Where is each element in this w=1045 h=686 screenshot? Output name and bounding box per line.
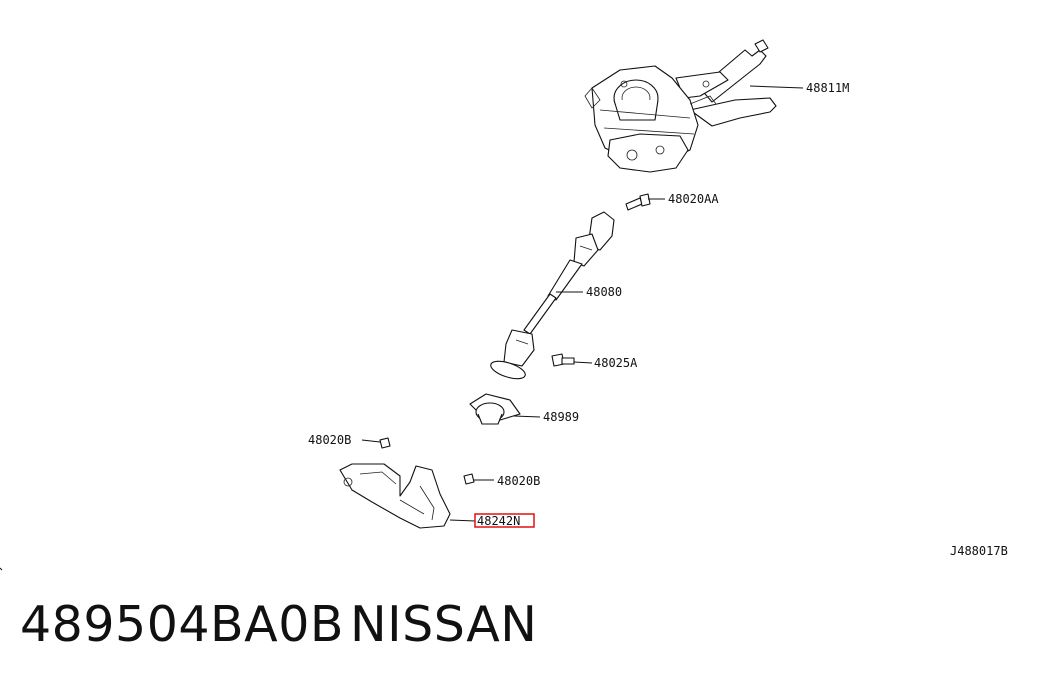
joint-bolt-drawing — [551, 353, 575, 367]
callout-48242N[interactable]: 48242N — [477, 514, 520, 528]
highlight-box — [474, 513, 535, 528]
footer-part-number: 489504BA0B — [20, 596, 344, 653]
hole-seal-drawing — [469, 393, 521, 425]
callout-48080: 48080 — [586, 285, 622, 299]
nut-left-drawing — [379, 437, 391, 449]
callout-48020B-right: 48020B — [497, 474, 540, 488]
lower-joint-shaft-drawing — [490, 211, 615, 380]
corner-mark — [0, 567, 3, 571]
diagram-ref-code: J488017B — [950, 544, 1008, 558]
callout-48811M: 48811M — [806, 81, 849, 95]
cover-drawing — [339, 463, 451, 529]
callout-48020AA: 48020AA — [668, 192, 719, 206]
callout-48020B-left: 48020B — [308, 433, 351, 447]
callout-48025A: 48025A — [594, 356, 638, 370]
callout-48989: 48989 — [543, 410, 579, 424]
footer-brand: NISSAN — [350, 596, 538, 653]
nut-right-drawing — [463, 473, 475, 485]
column-bolt-drawing — [625, 193, 651, 211]
leader-lines — [361, 85, 804, 522]
steering-column-assembly-drawing — [584, 39, 777, 173]
